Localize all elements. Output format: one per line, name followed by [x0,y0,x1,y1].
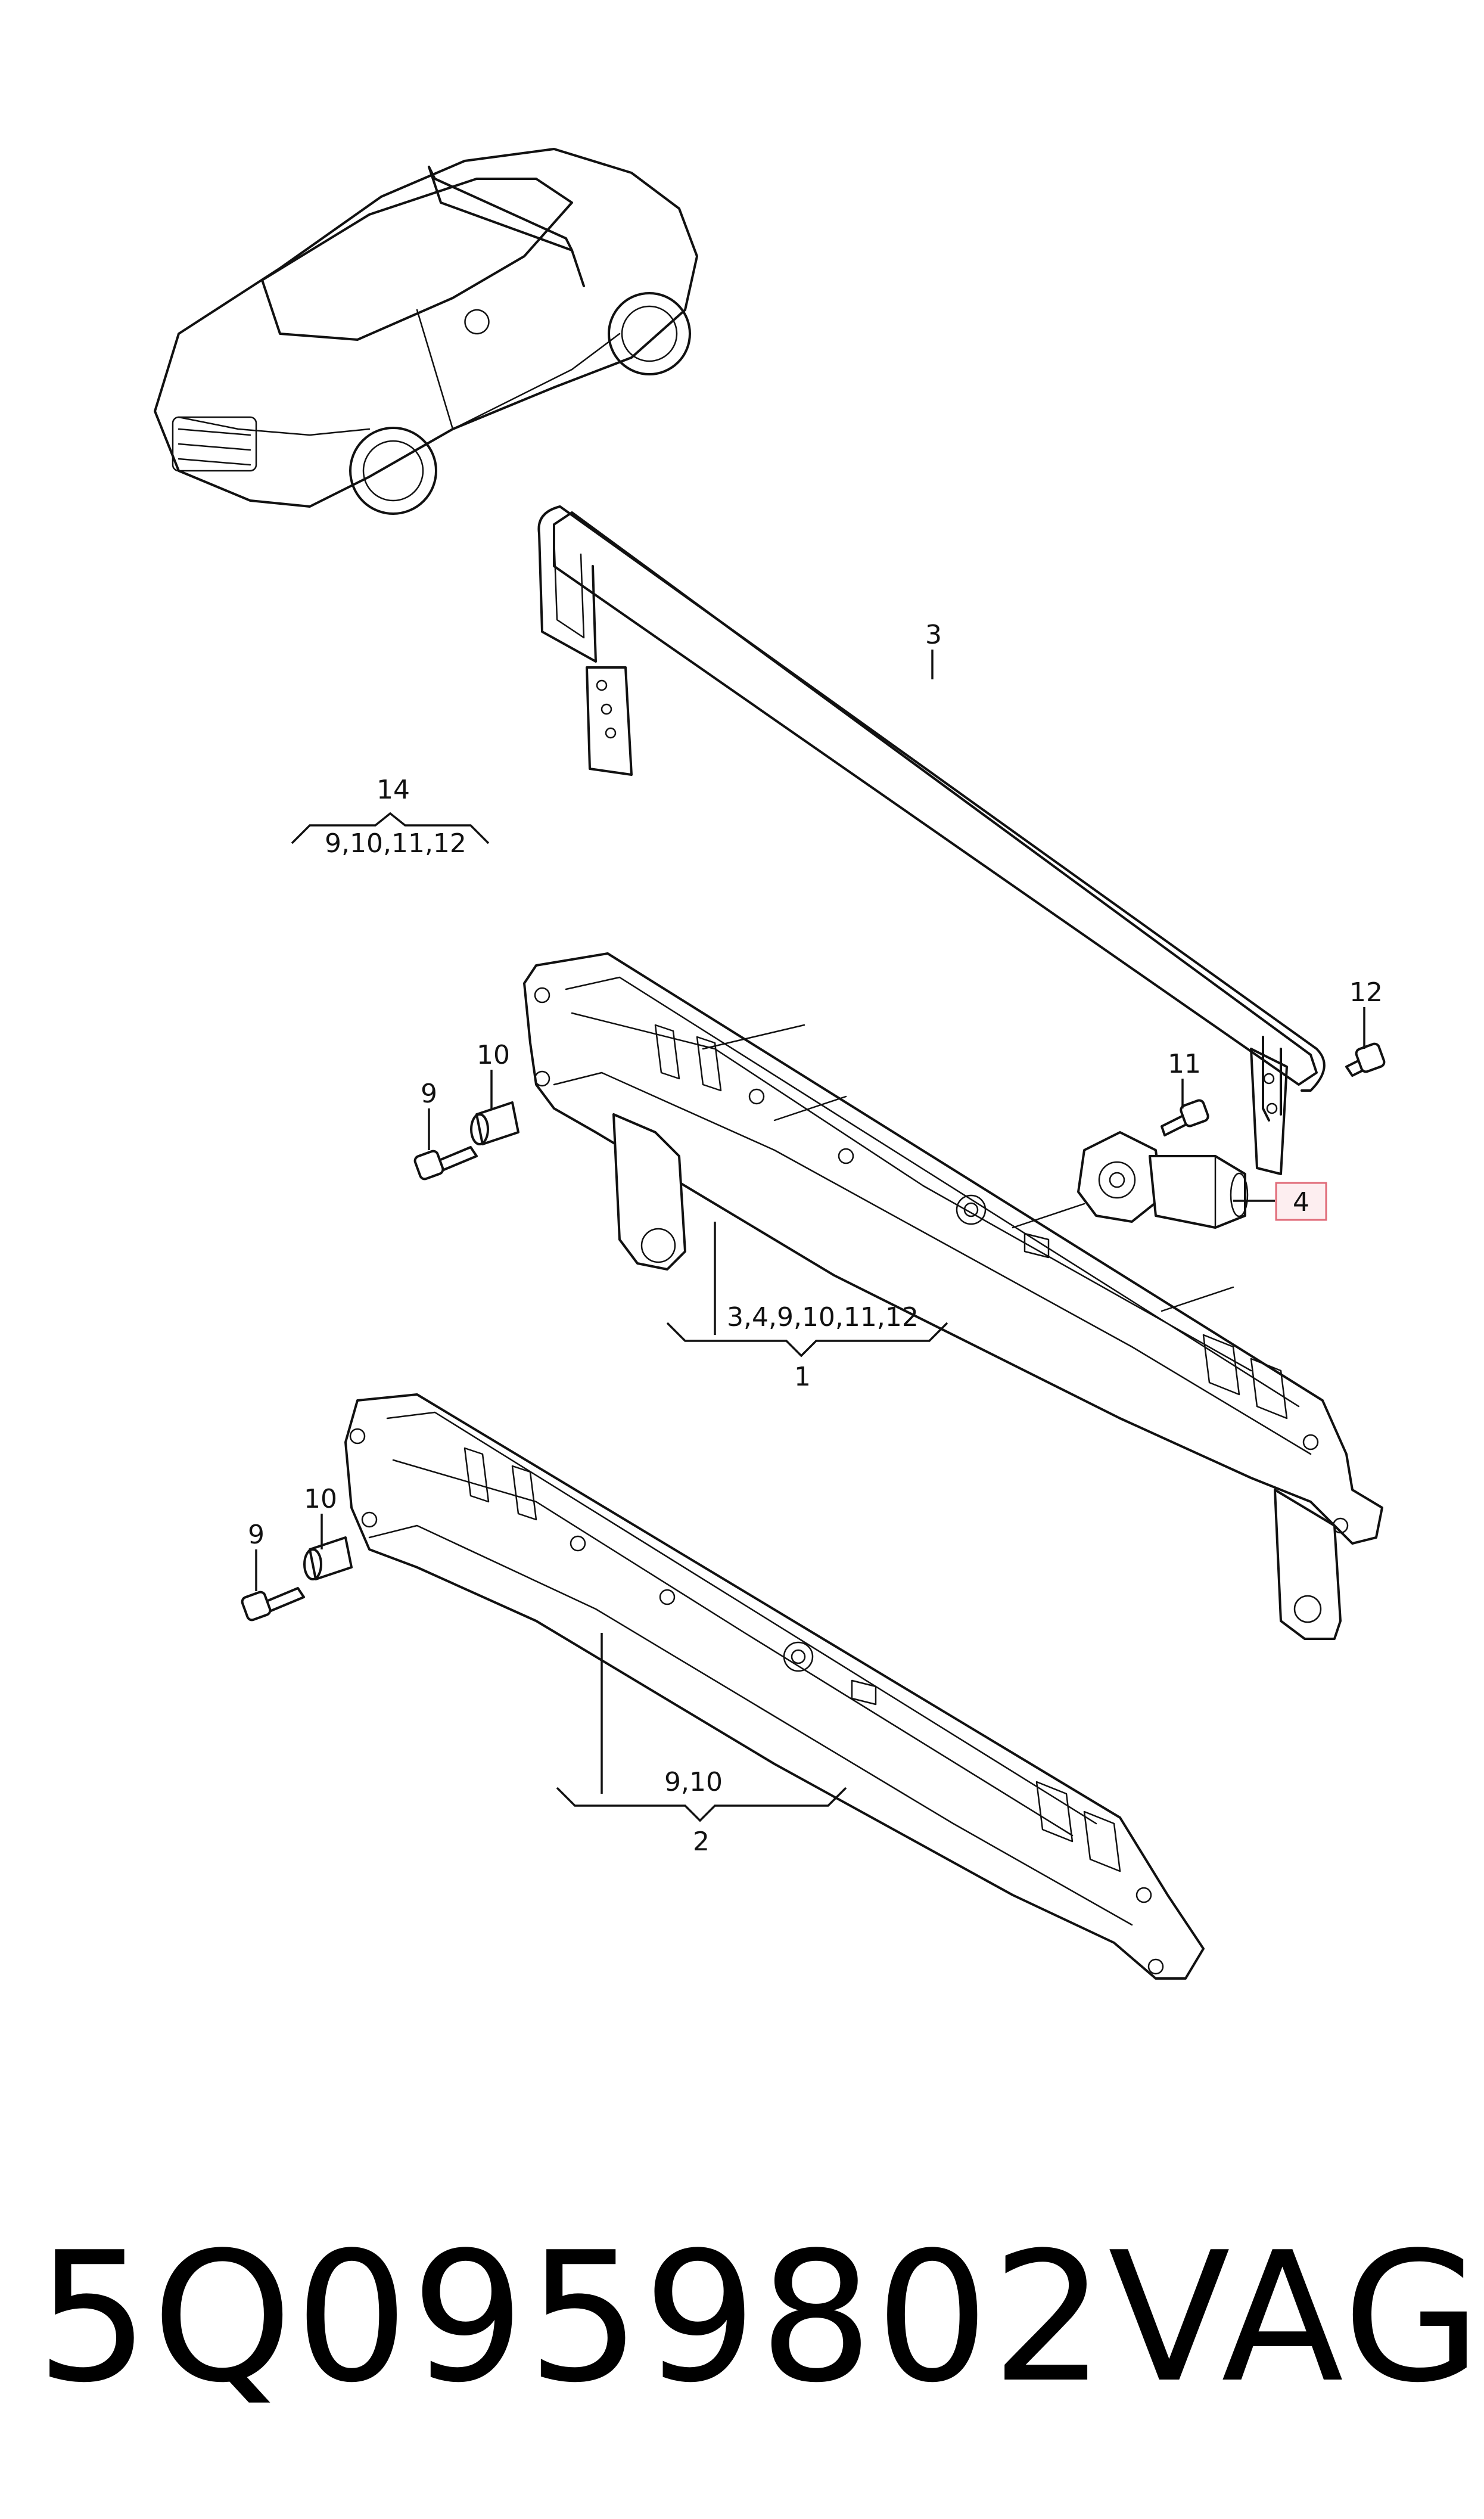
car-illustration [154,148,698,515]
leader-lines [255,650,1365,1794]
screw-9-upper [413,1146,478,1181]
bushing-10-lower [303,1536,353,1580]
wind-deflector-frame [537,505,1326,1175]
group-bracket-2 [556,1787,847,1822]
callout-10-upper: 10 [477,1040,510,1070]
callout-12: 12 [1349,977,1383,1008]
callout-9-upper: 9 [421,1079,437,1109]
callout-14: 14 [377,775,410,805]
callout-1: 1 [794,1362,811,1392]
part-number: 5Q0959802 [36,2214,1108,2422]
group-bracket-1 [666,1322,948,1358]
callout-2: 2 [693,1827,710,1857]
group-bracket-14 [291,812,490,844]
screw-12 [1345,1042,1386,1077]
upper-roll-bar-beam [523,952,1383,1640]
callout-11: 11 [1168,1049,1201,1079]
screw-11 [1161,1099,1209,1136]
motor-unit [1077,1131,1249,1229]
lower-beam [344,1393,1205,1980]
callout-3: 3 [925,620,942,650]
bushing-10-upper [470,1101,519,1145]
group-label-14: 9,10,11,12 [325,828,466,859]
callout-4: 4 [1293,1187,1309,1217]
callout-10-lower: 10 [304,1484,337,1514]
screw-9-lower [241,1587,305,1622]
callout-4-highlight-box [1275,1182,1327,1221]
group-label-1: 3,4,9,10,11,12 [727,1302,919,1333]
brand-name: VAG [1108,2214,1484,2422]
callout-9-lower: 9 [248,1520,265,1550]
group-label-2: 9,10 [664,1767,723,1797]
